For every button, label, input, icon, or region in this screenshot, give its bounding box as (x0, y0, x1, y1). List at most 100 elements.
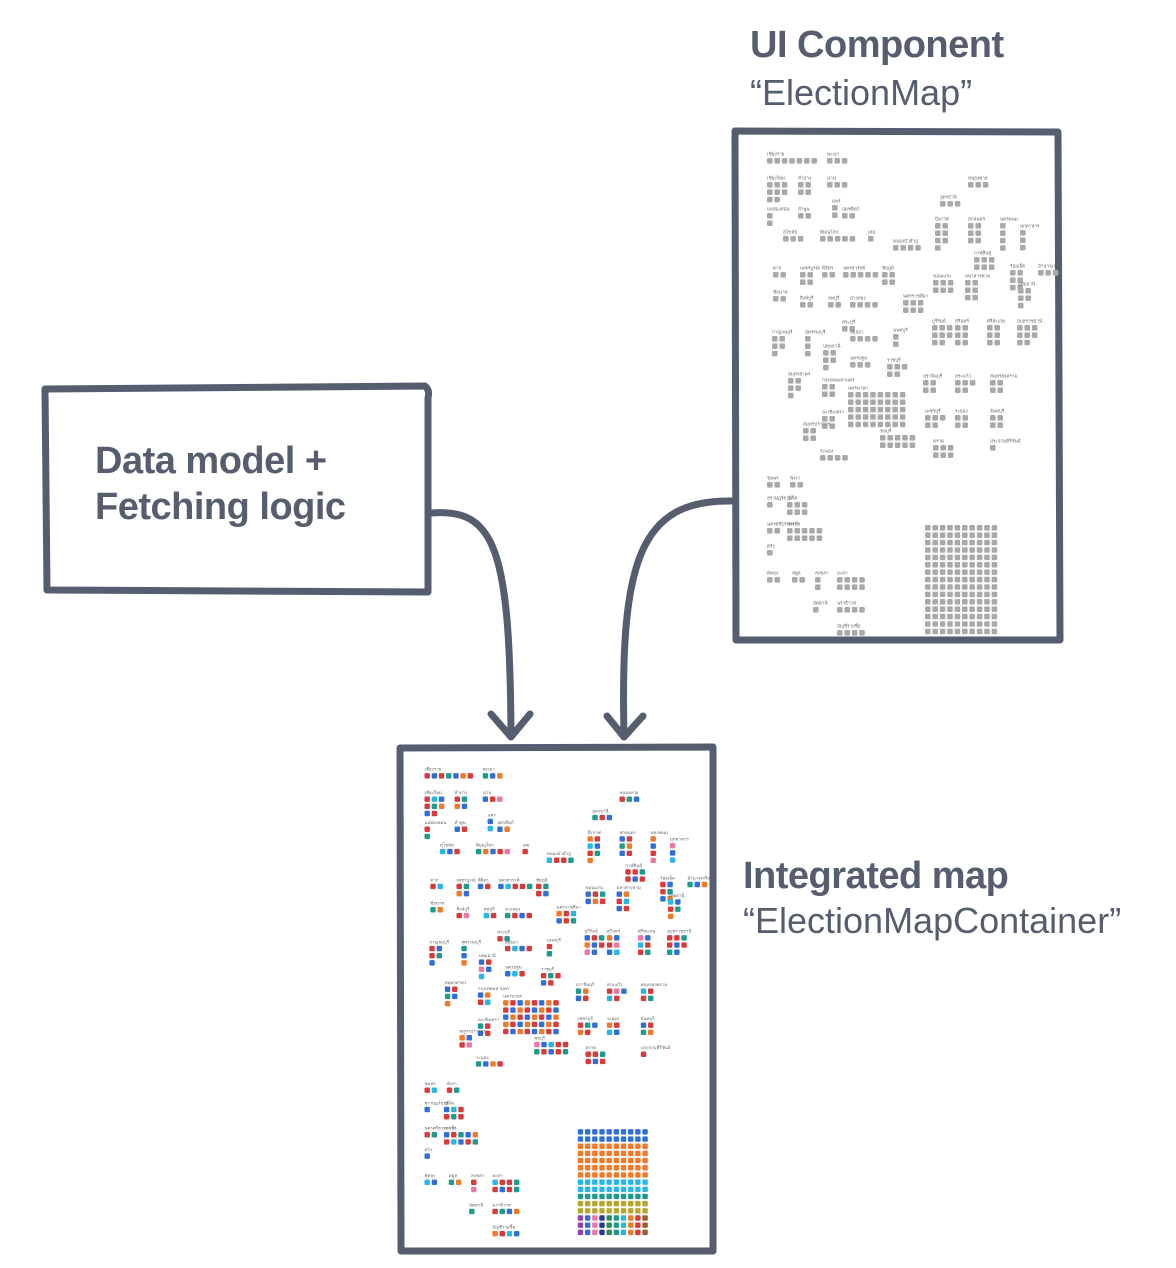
seat-tile (429, 953, 435, 959)
seat-tile (795, 385, 801, 391)
seat-tile (510, 1014, 516, 1020)
seat-tile (962, 525, 968, 531)
seat-tile (619, 850, 625, 856)
seat-tile (592, 1215, 598, 1221)
seat-tile (512, 883, 518, 890)
seat-tile (988, 264, 995, 270)
province-label: ปราจีนบุรี (576, 982, 595, 988)
seat-tile (424, 773, 430, 779)
seat-tile (570, 918, 577, 924)
seat-tile (606, 1222, 612, 1228)
province-label: อุบลราชธานี (667, 929, 691, 935)
seat-tile (969, 584, 975, 590)
seat-tile (932, 591, 938, 598)
seat-tile (799, 577, 805, 583)
seat-tile (955, 380, 961, 386)
province-label: สกลนคร (619, 830, 636, 836)
seat-tile (477, 999, 484, 1005)
seat-tile (606, 1172, 612, 1178)
province-label: สระแก้ว (607, 982, 623, 988)
seat-tile (872, 272, 879, 278)
seat-tile (675, 899, 681, 905)
seat-tile (932, 554, 938, 561)
seat-tile (451, 1114, 457, 1120)
seat-tile (962, 591, 968, 598)
seat-tile (939, 591, 946, 598)
province-label: ลำปาง (798, 176, 811, 182)
seat-tile (848, 414, 854, 420)
seat-tile (939, 584, 946, 590)
seat-tile (947, 569, 953, 575)
province-label: อุดรธานี (940, 194, 958, 201)
seat-tile (767, 213, 773, 219)
seat-tile (939, 628, 946, 635)
seat-tile (606, 1157, 612, 1164)
seat-tile (807, 272, 813, 278)
seat-tile (660, 896, 666, 902)
seat-tile (614, 1022, 620, 1028)
seat-tile (882, 272, 888, 278)
seat-tile (774, 182, 780, 188)
seat-tile (829, 416, 835, 422)
seat-tile (585, 891, 591, 897)
seat-tile (774, 158, 780, 164)
arrowhead-data (487, 710, 534, 741)
seat-tile (497, 796, 503, 802)
province-label: อ่างทอง (850, 296, 866, 302)
seat-tile (787, 509, 793, 515)
seat-tile (842, 236, 848, 242)
seat-tile (592, 1193, 598, 1200)
seat-tile (585, 898, 591, 905)
seat-tile (443, 1139, 450, 1145)
province-label: แม่ฮ่องสอน (767, 207, 790, 213)
seat-tile (794, 528, 800, 534)
seat-tile (976, 599, 983, 605)
seat-tile (804, 158, 810, 164)
seat-tile (954, 554, 961, 561)
seat-tile (478, 966, 485, 973)
seat-tile (975, 182, 981, 188)
seat-tile (976, 539, 983, 546)
seat-tile (984, 621, 990, 627)
seat-tile (461, 796, 468, 802)
seat-tile (584, 1193, 591, 1200)
seat-tile (932, 415, 938, 421)
seat-tile (862, 392, 869, 398)
seat-tile (531, 1000, 538, 1006)
seat-tile (932, 547, 938, 553)
seat-tile (492, 1208, 498, 1215)
seat-tile (555, 972, 561, 979)
seat-tile (628, 1136, 634, 1142)
seat-tile (830, 350, 836, 356)
seat-tile (478, 959, 485, 965)
seat-tile (584, 1222, 591, 1228)
seat-tile (440, 848, 446, 855)
seat-tile (517, 1014, 523, 1020)
seat-tile (660, 881, 666, 888)
seat-tile (803, 428, 809, 434)
seat-tile (823, 357, 829, 363)
seat-tile (815, 577, 821, 583)
seat-tile (849, 213, 855, 219)
seat-tile (599, 1150, 605, 1157)
seat-tile (628, 1150, 634, 1157)
seat-tile (561, 857, 567, 863)
seat-tile (932, 532, 938, 538)
seat-tile (899, 414, 906, 420)
seat-tile (635, 1215, 641, 1221)
seat-tile (477, 1030, 484, 1037)
province-label: แพร่ (488, 812, 497, 818)
seat-tile (483, 1061, 489, 1067)
seat-tile (955, 339, 961, 346)
seat-tile (490, 912, 497, 919)
seat-tile (954, 591, 961, 598)
seat-tile (954, 547, 961, 553)
seat-tile (585, 1051, 591, 1057)
province-label: ลพบุรี (484, 906, 495, 912)
seat-tile (431, 796, 438, 802)
seat-tile (787, 535, 793, 541)
province-label: กาฬสินธุ์ (974, 250, 991, 257)
seat-tile (925, 554, 931, 561)
seat-tile (899, 392, 906, 398)
seat-tile (492, 1179, 498, 1186)
